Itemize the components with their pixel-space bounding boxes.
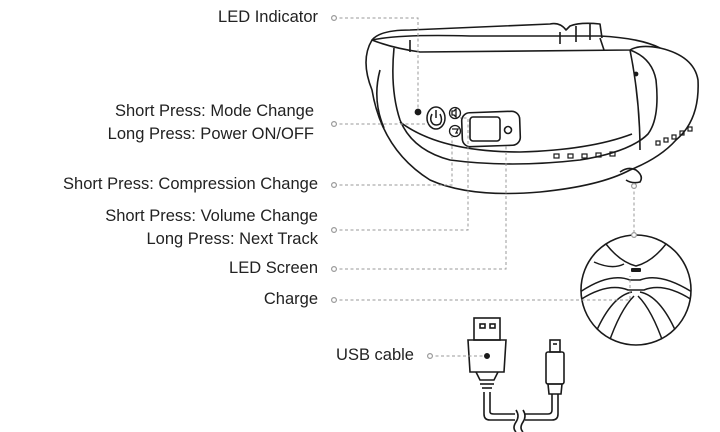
led-screen-dot	[503, 125, 513, 135]
label-charge: Charge	[263, 290, 318, 308]
leader-led-indicator	[334, 17, 419, 109]
compression-icon	[448, 124, 462, 138]
leader-dots	[331, 15, 637, 360]
label-compression: Short Press: Compression Change	[63, 175, 318, 193]
device-top-rim	[371, 34, 661, 49]
leader-lines	[334, 17, 635, 357]
leader-volume	[334, 117, 469, 231]
device-outer-body	[365, 39, 699, 195]
led-screen-inner	[469, 116, 501, 142]
led-screen-window	[460, 110, 522, 148]
device-headband	[371, 22, 603, 41]
label-led-indicator: LED Indicator	[218, 8, 318, 26]
micro-usb-connector	[549, 339, 561, 353]
usb-a-connector	[473, 317, 501, 341]
device-side-divider	[629, 49, 641, 151]
cable-break-mark	[513, 409, 519, 432]
device-left-cheek	[376, 69, 385, 129]
power-icon	[426, 106, 446, 130]
device-front-seam	[399, 121, 633, 153]
device-side-dot	[633, 71, 639, 77]
label-usb-cable: USB cable	[336, 346, 414, 364]
eye-massager-device	[365, 22, 699, 195]
charge-port	[631, 268, 641, 272]
cable-break-mark	[520, 409, 526, 432]
led-indicator-dot	[414, 108, 422, 116]
volume-icon	[448, 106, 462, 120]
device-front-panel	[392, 47, 658, 165]
device-back-strap	[559, 24, 591, 44]
micro-usb-housing	[545, 351, 565, 385]
device-nose-notch	[619, 167, 643, 184]
device-vents-bottom	[553, 151, 616, 159]
device-top-stripe	[409, 37, 605, 52]
label-led-screen: LED Screen	[229, 259, 318, 277]
leader-compression	[334, 136, 453, 186]
usb-a-housing	[467, 339, 507, 373]
device-vents-side	[655, 126, 693, 146]
label-mode-line1: Short Press: Mode Change	[114, 102, 314, 120]
label-volume-line2: Long Press: Next Track	[146, 230, 319, 248]
usb-cable-drawing	[467, 317, 565, 432]
label-volume-line1: Short Press: Volume Change	[105, 207, 318, 225]
leader-led-screen	[334, 146, 507, 270]
label-mode-line2: Long Press: Power ON/OFF	[107, 125, 314, 143]
charge-detail-view	[580, 234, 692, 346]
